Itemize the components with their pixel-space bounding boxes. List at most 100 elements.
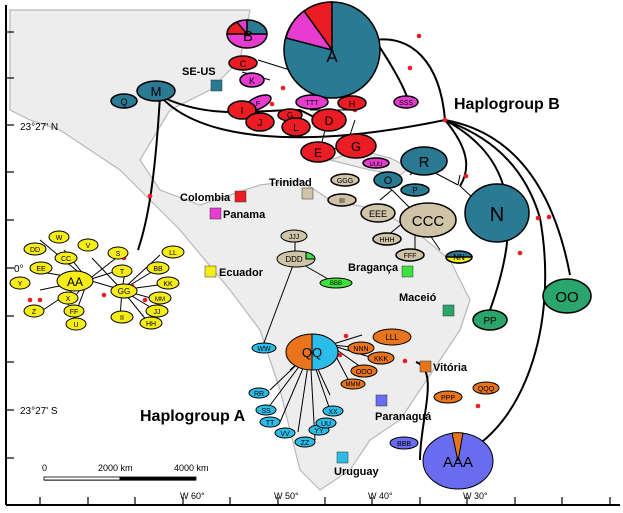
node-label-O: O bbox=[384, 175, 393, 187]
node-NNN: NNN bbox=[347, 341, 375, 355]
marker-vitoria bbox=[419, 360, 432, 373]
marker-colombia bbox=[234, 190, 247, 203]
node-label-TTT: TTT bbox=[306, 100, 320, 107]
node-label-D: D bbox=[325, 114, 334, 128]
node-label-MM: MM bbox=[155, 297, 165, 303]
node-T: T bbox=[111, 264, 133, 278]
node-E: E bbox=[300, 141, 336, 163]
node-label-E: E bbox=[314, 146, 322, 160]
node-label-R: R bbox=[419, 154, 430, 171]
node-S: S bbox=[107, 246, 129, 260]
node-NN: NN bbox=[445, 250, 473, 264]
node-label-S: S bbox=[116, 251, 121, 258]
node-K: K bbox=[239, 72, 265, 88]
axis-ticks bbox=[6, 31, 611, 505]
node-V: V bbox=[77, 238, 99, 252]
label-maceio: Maceió bbox=[399, 292, 437, 304]
node-B: B bbox=[226, 19, 268, 49]
node-label-I: I bbox=[241, 106, 244, 117]
scale-end: 4000 km bbox=[174, 463, 209, 473]
haplogroup-b-nodes: A B C K F I J TTT G H D L E G SSS M Q R … bbox=[110, 1, 592, 331]
node-JJ: JJ bbox=[145, 304, 169, 318]
node-TTT: TTT bbox=[295, 94, 329, 110]
node-EEE: EEE bbox=[360, 203, 396, 223]
node-label-LLL: LLL bbox=[385, 333, 399, 342]
marker-paranagua bbox=[375, 394, 388, 407]
node-label-WW: WW bbox=[257, 346, 271, 353]
node-X: X bbox=[57, 291, 79, 305]
label-paranagua: Paranaguá bbox=[375, 411, 432, 423]
node-label-F: F bbox=[256, 101, 260, 108]
node-label-BB: BB bbox=[153, 266, 163, 273]
node-Q: Q bbox=[110, 93, 138, 109]
node-label-ZZ: ZZ bbox=[301, 440, 310, 447]
node-QQQ: QQQ bbox=[472, 381, 500, 395]
lon-w60-label: W 60° bbox=[180, 491, 205, 501]
haplogroup-b-title: Haplogroup B bbox=[454, 96, 560, 113]
node-XX: XX bbox=[322, 405, 344, 417]
node-label-UU: UU bbox=[321, 421, 331, 428]
node-label-CC: CC bbox=[61, 256, 71, 263]
label-trinidad: Trinidad bbox=[269, 177, 312, 189]
marker-seus bbox=[210, 79, 223, 92]
node-FF: FF bbox=[63, 304, 85, 318]
node-label-UUU: UUU bbox=[370, 162, 383, 168]
node-label-P: P bbox=[412, 186, 417, 195]
node-label-II: II bbox=[120, 315, 124, 322]
node-label-SS: SS bbox=[261, 408, 271, 415]
marker-trinidad bbox=[301, 187, 314, 200]
node-BB: BB bbox=[146, 261, 170, 275]
node-label-G2: G bbox=[351, 139, 361, 154]
node-C: C bbox=[228, 55, 258, 71]
node-BBB2: BBB bbox=[319, 277, 353, 289]
node-BBB: BBB bbox=[389, 436, 419, 450]
node-label-PP: PP bbox=[483, 316, 497, 327]
node-U: U bbox=[65, 317, 87, 331]
lon-w50-label: W 50° bbox=[274, 491, 299, 501]
label-vitoria: Vitória bbox=[433, 362, 468, 374]
node-label-PPP: PPP bbox=[441, 395, 455, 402]
label-seus: SE-US bbox=[182, 66, 216, 78]
node-G2: G bbox=[335, 133, 377, 159]
node-WW: WW bbox=[251, 342, 277, 354]
node-DD: DD bbox=[23, 242, 47, 256]
node-label-CCC: CCC bbox=[412, 213, 445, 230]
node-label-GGG: GGG bbox=[337, 178, 353, 185]
node-J: J bbox=[245, 112, 275, 132]
node-CCC: CCC bbox=[399, 202, 457, 238]
node-label-Y: Y bbox=[18, 281, 23, 288]
node-GG: GG bbox=[110, 283, 138, 299]
node-MMM: MMM bbox=[340, 378, 366, 390]
node-label-NN: NN bbox=[453, 253, 465, 262]
node-UUU: UUU bbox=[362, 157, 390, 169]
lat-south-label: 23°27' S bbox=[20, 406, 58, 417]
node-label-K: K bbox=[249, 76, 255, 86]
node-label-DDD: DDD bbox=[285, 255, 303, 264]
node-label-NNN: NNN bbox=[353, 346, 368, 353]
node-label-HHH: HHH bbox=[379, 237, 394, 244]
node-DDD: DDD bbox=[276, 250, 316, 268]
node-label-LL: LL bbox=[169, 250, 177, 257]
node-label-FF: FF bbox=[70, 309, 79, 316]
node-label-EE: EE bbox=[36, 266, 46, 273]
node-label-JJ: JJ bbox=[154, 309, 161, 316]
node-OO: OO bbox=[542, 278, 592, 314]
node-label-XX: XX bbox=[328, 409, 338, 416]
haplogroup-a-title: Haplogroup A bbox=[140, 408, 246, 425]
node-LLL: LLL bbox=[372, 328, 412, 346]
node-III: III bbox=[327, 193, 357, 207]
node-LL: LL bbox=[161, 245, 185, 259]
node-label-W: W bbox=[56, 235, 63, 242]
node-QQ: QQ bbox=[285, 333, 339, 371]
node-W: W bbox=[48, 230, 70, 244]
scale-bar: 0 2000 km 4000 km bbox=[42, 463, 209, 481]
node-OOO: OOO bbox=[350, 364, 378, 378]
node-AAA: AAA bbox=[422, 432, 494, 490]
node-N: N bbox=[464, 183, 530, 243]
node-label-KK: KK bbox=[163, 281, 173, 288]
marker-panama bbox=[209, 207, 222, 220]
marker-ecuador bbox=[204, 265, 217, 278]
node-HH: HH bbox=[139, 316, 163, 330]
node-Y: Y bbox=[9, 276, 31, 290]
